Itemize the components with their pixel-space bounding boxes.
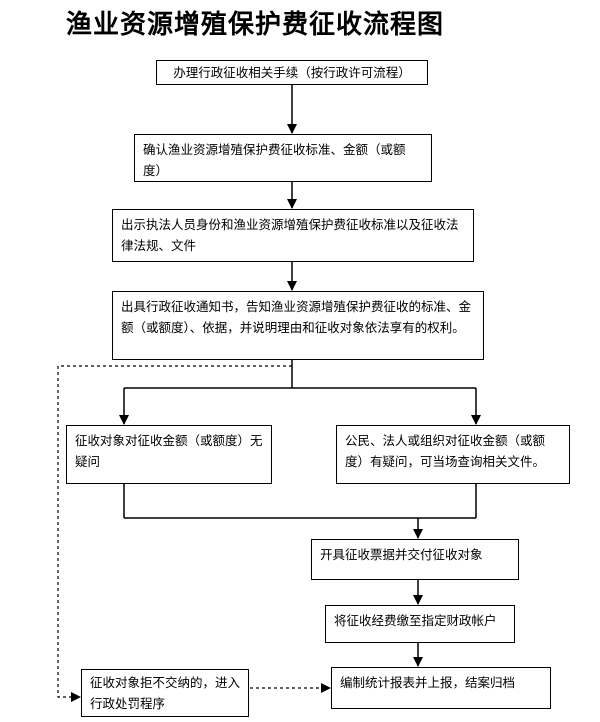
step-6-box: 将征收经费缴至指定财政帐户 — [325, 605, 515, 643]
dashed-path-refusal — [57, 365, 292, 702]
step-5-box: 开具征收票据并交付征收对象 — [311, 539, 519, 580]
step-3-box: 出示执法人员身份和渔业资源增殖保护费征收标准以及征收法律法规、文件 — [112, 209, 474, 262]
step-2-box: 确认渔业资源增殖保护费征收标准、金额（或额度） — [134, 134, 432, 182]
refusal-box: 征收对象拒不交纳的，进入行政处罚程序 — [81, 669, 249, 717]
right-branch-box: 公民、法人或组织对征收金额（或额度）有疑问，可当场查询相关文件。 — [336, 425, 570, 484]
step-4-box: 出具行政征收通知书，告知渔业资源增殖保护费征收的标准、金额（或额度）、依据，并说… — [112, 291, 484, 360]
step-7-box: 编制统计报表并上报，结案归档 — [331, 667, 551, 709]
step-1-box: 办理行政征收相关手续（按行政许可流程） — [156, 60, 428, 85]
page-title: 渔业资源增殖保护费征收流程图 — [66, 10, 445, 40]
left-branch-box: 征收对象对征收金额（或额度）无疑问 — [66, 425, 272, 484]
